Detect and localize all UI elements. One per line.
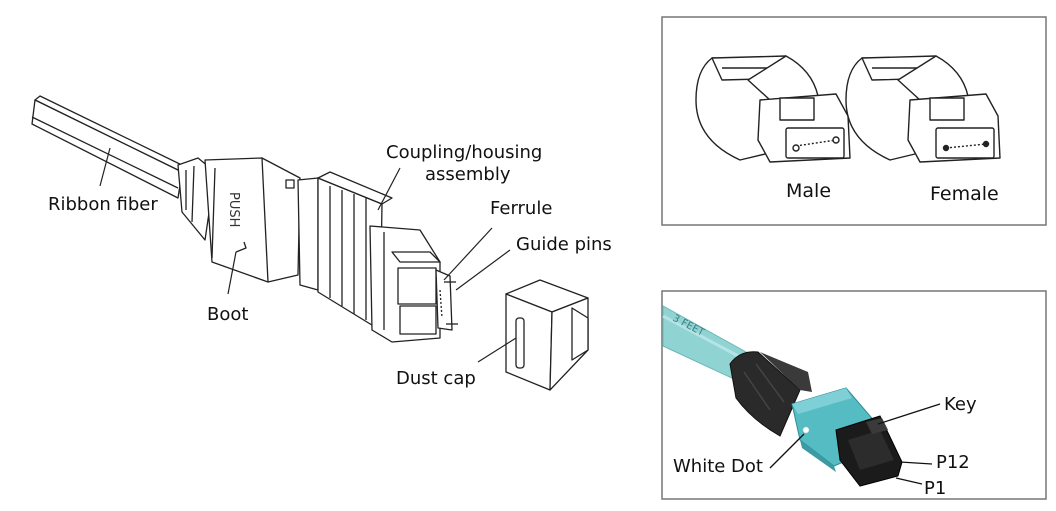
coupling-housing (297, 171, 441, 343)
coupling-label-line1: Coupling/housing (386, 142, 542, 163)
white-dot-marker (802, 426, 810, 434)
key-label: Key (944, 394, 977, 415)
black-boot (729, 351, 812, 437)
boot-label: Boot (207, 304, 248, 325)
guide-pins-label: Guide pins (516, 234, 612, 255)
p12-label: P12 (936, 452, 970, 473)
black-ferrule-tip (835, 415, 903, 487)
coupling-label-line2: assembly (425, 164, 511, 185)
photo-leader-lines (769, 403, 941, 485)
female-connector (845, 55, 1001, 163)
white-dot-label: White Dot (673, 456, 763, 477)
p1-label: P1 (924, 478, 946, 499)
main-connector-illustration: PUSH (31, 95, 589, 391)
male-label: Male (786, 180, 831, 202)
ferrule (435, 269, 458, 331)
dust-cap (505, 279, 589, 391)
ribbon-fiber-label: Ribbon fiber (48, 194, 158, 215)
female-label: Female (930, 183, 999, 205)
male-connector (695, 55, 851, 163)
photo-panel: 3 FEET Key White (661, 290, 1047, 500)
boot-push-text: PUSH (226, 192, 241, 227)
gender-panel: Male Female (661, 16, 1047, 226)
boot: PUSH (177, 157, 301, 283)
ferrule-label: Ferrule (490, 198, 552, 219)
main-leader-lines (99, 147, 517, 363)
ribbon-fiber (31, 95, 189, 199)
dust-cap-label: Dust cap (396, 368, 476, 389)
